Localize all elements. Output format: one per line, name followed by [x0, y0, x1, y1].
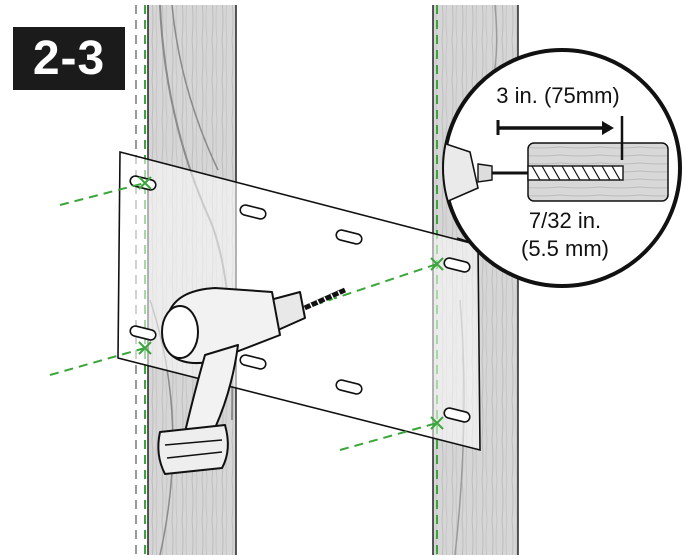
- drill-bit-size-label: 7/32 in.: [529, 208, 601, 233]
- drill-icon: [157, 287, 347, 475]
- drill-bit-size-metric-label: (5.5 mm): [521, 236, 609, 261]
- step-number-badge: 2-3: [13, 27, 125, 90]
- drilling-depth-label: 3 in. (75mm): [496, 83, 619, 108]
- drilling-depth-callout: 3 in. (75mm) 7/32 in. (5.5 mm): [442, 48, 682, 288]
- drill-point-guides: [49, 176, 444, 451]
